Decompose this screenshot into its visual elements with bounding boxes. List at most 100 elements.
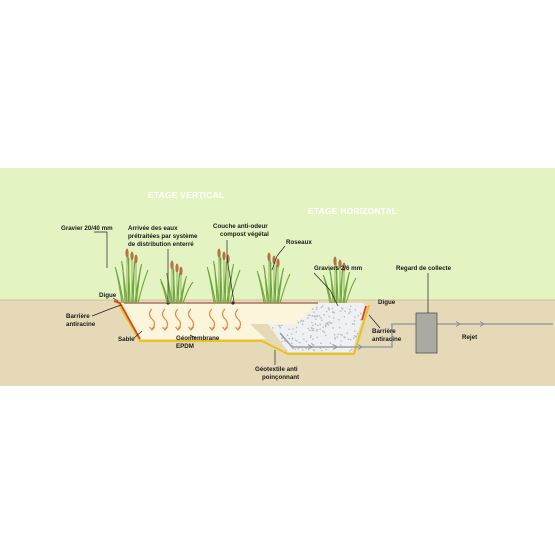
reed-head: [125, 248, 129, 258]
root-barrier-left: [113, 300, 141, 340]
gravel-grain: [353, 337, 355, 340]
sky-band: [0, 168, 555, 301]
reed-leaf: [226, 263, 235, 304]
gravel-grain: [354, 309, 357, 311]
gravel-grain: [314, 323, 317, 325]
reed-head: [222, 251, 226, 261]
gravel-grain: [329, 321, 331, 323]
gravel-grain: [331, 322, 333, 324]
gravel-grain: [302, 333, 304, 335]
reed-head: [342, 262, 346, 272]
reed-leaf: [213, 260, 220, 304]
gravel-grain: [357, 314, 360, 317]
label-barriere-right-line2: antiracine: [372, 336, 402, 343]
gravel-grain: [312, 328, 315, 330]
reed-leaf: [335, 262, 339, 304]
gravel-grain: [332, 327, 334, 329]
gravel-grain: [322, 330, 324, 332]
gravel-grain: [340, 344, 342, 346]
root-barrier-right: [361, 305, 367, 321]
reed-head: [276, 258, 280, 268]
gravel-grain: [296, 340, 298, 342]
gravel-grain: [311, 321, 313, 324]
label-digue-right: Digue: [378, 299, 396, 306]
pipe-flow-arrow: [357, 344, 363, 350]
gravel-grain: [360, 312, 362, 315]
gravel-grain: [334, 338, 337, 340]
reed-head: [272, 255, 276, 265]
reed-leaf: [134, 263, 143, 304]
reed-leaf: [219, 254, 223, 304]
gravel-grain: [313, 349, 316, 352]
reed-leaf: [256, 270, 267, 304]
geomembrane-epdm: [117, 302, 370, 355]
reed-leaf: [279, 273, 291, 304]
gravel-grain: [316, 328, 319, 331]
gravel-grain: [323, 314, 325, 316]
gravel-grain: [333, 317, 335, 319]
reed-leaf: [135, 266, 142, 304]
gravel-grain: [345, 323, 348, 325]
gravel-grain: [353, 323, 356, 325]
label-regard-collecte: Regard de collecte: [396, 265, 452, 272]
reed-leaf: [127, 254, 131, 304]
gravel-grain: [354, 330, 356, 332]
gravel-grain: [331, 307, 334, 310]
gravel-grain: [295, 326, 298, 329]
reed-leaf: [276, 267, 285, 304]
percolation-arrowhead: [188, 326, 194, 331]
gravel-grain: [353, 320, 356, 322]
leader-lines: [91, 231, 429, 365]
collection-chamber: [415, 312, 438, 354]
pipe-flow-arrows: [307, 321, 485, 350]
gravel-grain: [288, 328, 290, 331]
gravel-grain: [313, 315, 316, 318]
label-arrivee-line2: prétraitées par système: [128, 233, 198, 240]
gravel-grain: [277, 324, 280, 327]
gravel-grain: [292, 337, 294, 340]
gravel-grain: [328, 308, 330, 311]
reed-head: [179, 266, 183, 276]
gravel-grain: [338, 318, 340, 321]
gravel-grain: [349, 350, 351, 352]
gravel-grain: [325, 310, 328, 313]
gravel-grain: [298, 341, 301, 344]
gravel-grain: [312, 338, 314, 340]
gravel-grain: [348, 312, 350, 315]
gravel-grain: [280, 324, 283, 327]
label-digue-left: Digue: [99, 292, 117, 299]
gravel-grain: [294, 339, 297, 342]
percolation-arrow: [187, 308, 195, 330]
pipe-flow-arrow: [307, 344, 313, 350]
gravel-grain: [333, 334, 336, 336]
gravel-grain: [355, 336, 357, 338]
gravel-grain: [319, 347, 322, 350]
reed-leaf: [329, 268, 336, 304]
gravel-grain: [311, 329, 313, 332]
gravel-grain: [333, 312, 336, 314]
label-geotextile-line1: Géotextile anti: [255, 366, 298, 373]
gravel-grain: [349, 338, 352, 341]
gravel-grain: [316, 324, 319, 327]
gravel-grain: [319, 328, 321, 331]
label-couche-line1: Couche anti-odeur: [213, 223, 268, 230]
gravel-grain: [291, 342, 293, 345]
reed-leaf: [342, 271, 351, 304]
label-rejet: Rejet: [462, 334, 477, 341]
gravel-grain: [316, 306, 318, 309]
gravel-grain: [356, 332, 359, 335]
label-barriere-left-line1: Barrière: [66, 313, 90, 320]
gravel-grain: [340, 340, 343, 342]
gravel-grain: [302, 349, 304, 351]
reed-leaf: [224, 260, 227, 304]
gravel-grain: [334, 336, 336, 339]
gravel-grain: [300, 319, 303, 322]
drain-pipe: [279, 323, 416, 348]
gravel-grain: [315, 315, 317, 318]
gravel-grain: [312, 348, 315, 351]
gravel-grain: [321, 319, 323, 322]
gravel-grain: [315, 318, 317, 321]
percolation-arrow: [174, 308, 182, 330]
gravel-grain: [303, 338, 305, 340]
